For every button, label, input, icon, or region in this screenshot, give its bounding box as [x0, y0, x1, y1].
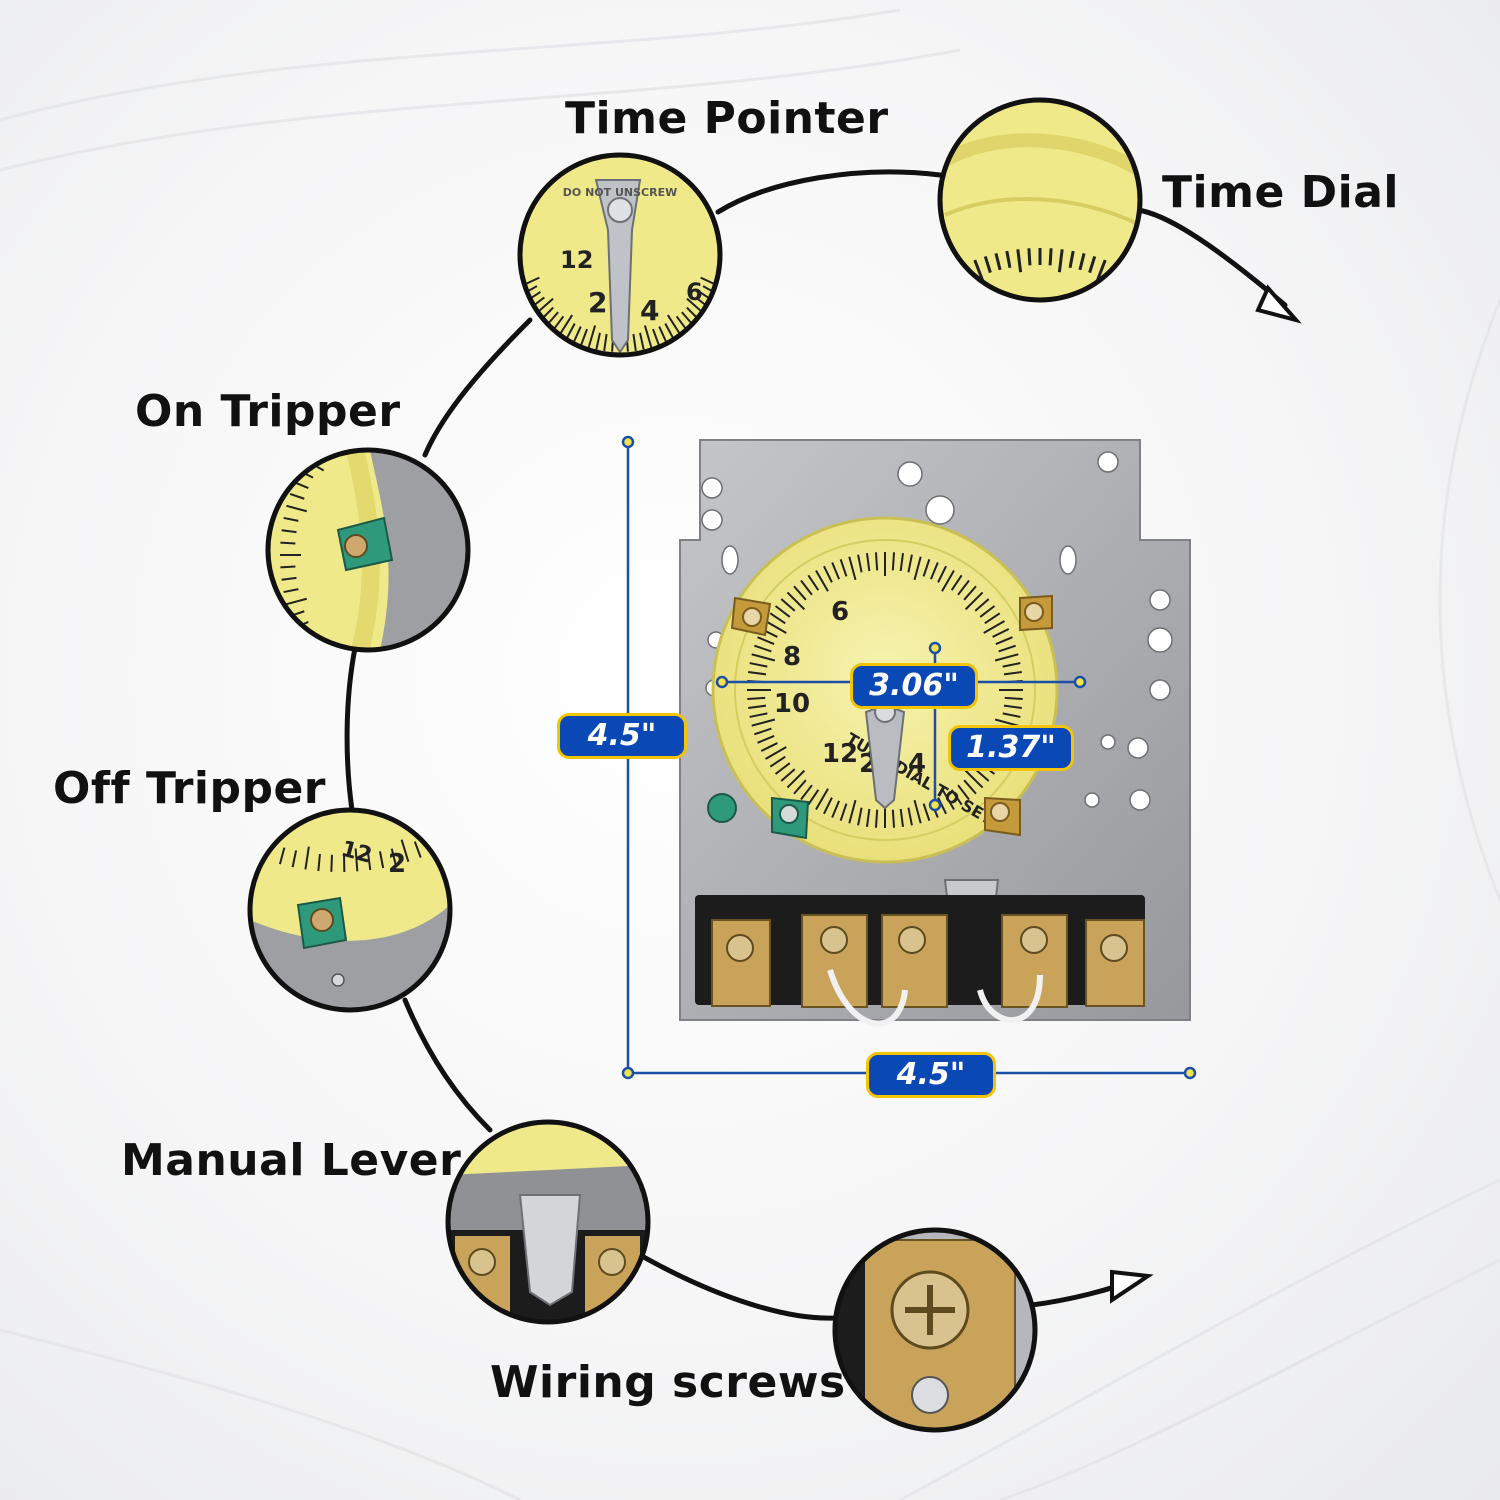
height-dimension-badge: 4.5"	[557, 713, 687, 759]
dial-number-10: 10	[774, 689, 810, 719]
white-wires	[827, 969, 1043, 1027]
plate-holes	[701, 451, 1173, 811]
arrow-head-top	[1255, 284, 1302, 324]
time-pointer-hand	[864, 703, 906, 810]
time-dial-zoom	[937, 97, 1143, 303]
background-swirls	[0, 8, 1500, 1500]
do-not-unscrew-text: DO NOT UNSCREW	[563, 186, 677, 199]
on-tripper-top-right	[1019, 594, 1053, 632]
on-tripper-zoom	[265, 447, 471, 653]
off-tripper-top-left	[730, 596, 772, 637]
width-dimension-badge: 4.5"	[866, 1052, 996, 1098]
svg-text:6: 6	[686, 278, 703, 306]
terminal-screws	[726, 926, 1128, 962]
off-tripper-zoom: 12 2	[247, 807, 453, 1013]
dial-radius-badge: 1.37"	[948, 725, 1074, 771]
dial-number-4: 4	[908, 749, 926, 779]
svg-text:2: 2	[388, 849, 406, 879]
label-on-tripper: On Tripper	[135, 386, 401, 437]
dial-diameter-badge: 3.06"	[850, 663, 978, 709]
svg-text:4: 4	[640, 294, 659, 327]
label-time-pointer: Time Pointer	[565, 93, 889, 144]
svg-text:2: 2	[588, 286, 607, 319]
wiring-screws-zoom	[832, 1227, 1038, 1433]
on-tripper-bottom-left	[771, 796, 810, 840]
ground-screw	[707, 793, 737, 823]
dial-number-8: 8	[783, 642, 801, 672]
label-time-dial: Time Dial	[1162, 167, 1399, 218]
dial-number-12: 12	[822, 739, 858, 769]
label-wiring-screws: Wiring screws	[490, 1357, 846, 1408]
off-tripper-bottom-right	[984, 796, 1021, 837]
arrow-head-bottom	[1110, 1269, 1154, 1304]
svg-text:12: 12	[560, 246, 593, 274]
label-manual-lever: Manual Lever	[121, 1135, 462, 1186]
dial-number-6: 6	[831, 597, 849, 627]
manual-lever-zoom	[445, 1119, 651, 1325]
dial-numbers: 12 2 4 6 8 10	[774, 597, 926, 779]
time-pointer-zoom: 12 2 4 6 DO NOT UNSCREW	[517, 152, 723, 358]
label-off-tripper: Off Tripper	[53, 763, 327, 814]
connector-curve	[344, 169, 1288, 1321]
